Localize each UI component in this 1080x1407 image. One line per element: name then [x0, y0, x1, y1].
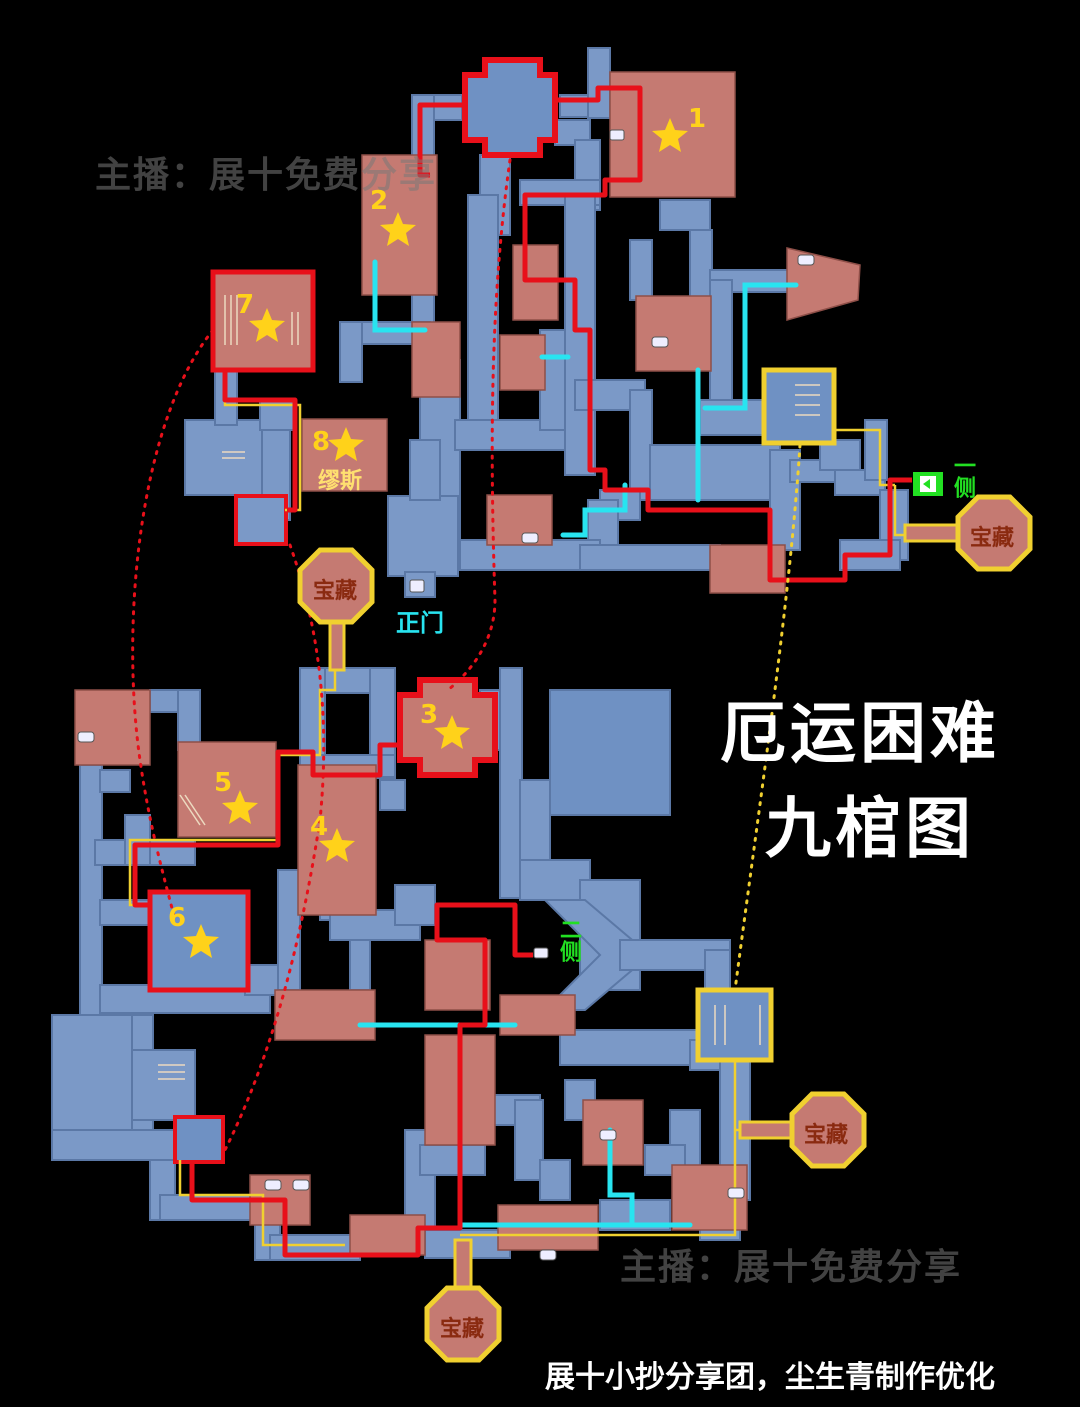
map-title-line1: 厄运困难 [720, 695, 1000, 772]
watermark-bottom: 主播：展十免费分享 [620, 1247, 963, 1288]
coffin-label-2: 2 [370, 186, 389, 216]
car-icon [533, 947, 549, 959]
map-title-line2: 九棺图 [765, 790, 975, 867]
treasure-label-3: 宝藏 [804, 1123, 849, 1148]
treasure-label-4: 宝藏 [440, 1317, 485, 1342]
side-gate-label: 一侧 [950, 454, 975, 503]
treasure-octagon-icon [903, 494, 1033, 572]
credit-text: 展十小抄分享团，尘生青制作优化 [545, 1360, 995, 1395]
side-gate-2-label: 二侧 [556, 918, 581, 967]
car-icon [609, 129, 625, 141]
star-icon [249, 308, 285, 342]
coffin-label-1: 1 [688, 104, 707, 134]
treasure-octagon-icon [424, 1238, 502, 1363]
treasure-label-1: 宝藏 [313, 579, 358, 604]
coffin-label-4: 4 [310, 812, 329, 842]
star-icon [183, 924, 219, 958]
coffin-label-7: 7 [236, 290, 255, 320]
car-icon [409, 579, 425, 593]
treasure-markers [297, 494, 1033, 1363]
car-icon [727, 1187, 745, 1199]
treasure-label-2: 宝藏 [970, 526, 1015, 551]
car-icon [539, 1249, 557, 1261]
coffin-label-8: 8 [312, 427, 331, 457]
side-gate-2-text: 二侧 [556, 918, 581, 962]
exit-door-icon [913, 472, 943, 496]
stair-marks [158, 295, 820, 1080]
coffin-label-5: 5 [214, 768, 233, 798]
star-icon [380, 212, 416, 246]
dotted-routes [131, 158, 512, 1152]
coffin-label-3: 3 [420, 700, 439, 730]
side-gate-text: 一侧 [950, 454, 975, 498]
coffin-stars [183, 118, 688, 958]
car-icon [292, 1179, 310, 1191]
car-icons [77, 129, 815, 1261]
car-icon [77, 731, 95, 743]
car-icon [521, 532, 539, 544]
cyan-paths [357, 259, 799, 1228]
red-route [132, 85, 912, 1258]
dotted-yellow [733, 443, 802, 992]
star-icon [434, 715, 470, 749]
star-icon [319, 828, 355, 862]
star-icon [652, 118, 688, 152]
watermark-top: 主播：展十免费分享 [95, 155, 438, 196]
star-icon [328, 427, 364, 461]
npc-name-label: 缪斯 [318, 469, 363, 494]
star-icon [222, 790, 258, 824]
car-icon [599, 1129, 617, 1141]
main-gate-label: 正门 [396, 609, 444, 637]
car-icon [651, 336, 669, 348]
treasure-octagon-icon [297, 547, 375, 672]
car-icon [264, 1179, 282, 1191]
car-icon [797, 254, 815, 266]
coffin-label-6: 6 [168, 903, 187, 933]
treasure-octagon-icon [738, 1091, 867, 1169]
